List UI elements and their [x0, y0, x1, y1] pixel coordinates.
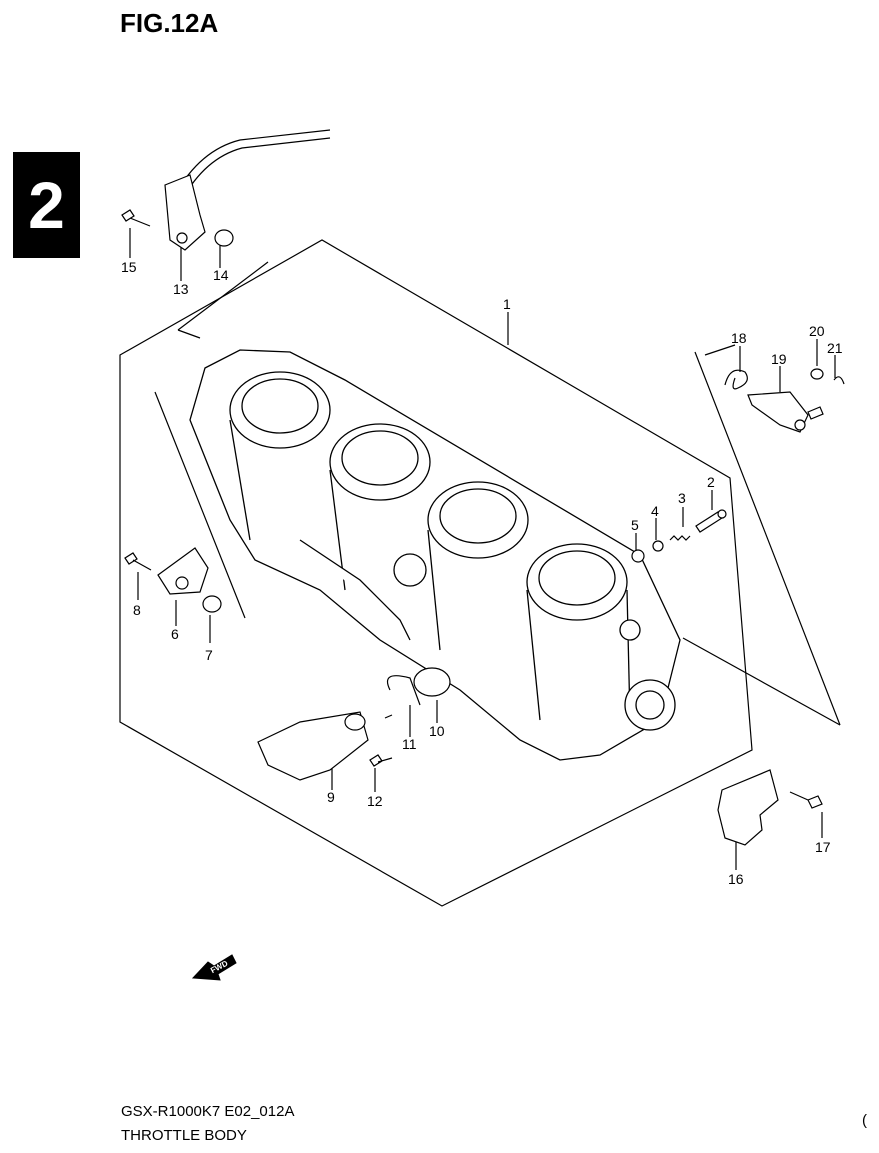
part-label-6: 6 [171, 626, 179, 642]
part-label-7: 7 [205, 647, 213, 663]
part-label-14: 14 [213, 267, 229, 283]
part-label-11: 11 [402, 736, 417, 752]
part-label-10: 10 [429, 723, 445, 739]
spring-18 [724, 369, 748, 390]
oring-10 [413, 667, 451, 697]
section-tab: 2 [13, 152, 80, 258]
part-label-19: 19 [771, 351, 787, 367]
cable-13 [174, 129, 331, 196]
clip-11 [384, 675, 421, 719]
part-label-18: 18 [731, 330, 747, 346]
washer-20 [810, 368, 824, 380]
clip-21 [833, 376, 845, 385]
washer-4 [652, 540, 664, 552]
figure-title: FIG.12A [120, 8, 219, 38]
edge-mark: ( [862, 1112, 867, 1129]
oring-5 [631, 549, 645, 563]
oring-7 [202, 595, 222, 613]
valve-9 [257, 711, 369, 781]
part-label-13: 13 [173, 281, 189, 297]
part-label-1: 1 [503, 296, 511, 312]
linkage-frame-right [694, 351, 841, 726]
lever-19 [747, 391, 809, 433]
part-label-20: 20 [809, 323, 825, 339]
sensor-6 [157, 547, 209, 595]
part-label-2: 2 [707, 474, 715, 490]
screw-12 [369, 754, 393, 767]
bore-2 [329, 423, 431, 501]
throttle-body [189, 349, 681, 761]
bracket-16 [717, 769, 779, 846]
part-label-3: 3 [678, 490, 686, 506]
bore-4 [526, 543, 628, 621]
model-code: GSX-R1000K7 E02_012A [121, 1103, 295, 1120]
screw-8 [124, 552, 152, 571]
oring-14 [214, 229, 234, 247]
sensor-frame-left [154, 391, 246, 619]
part-label-21: 21 [827, 340, 843, 356]
part-label-9: 9 [327, 789, 335, 805]
screw-15 [121, 209, 151, 227]
bore-1 [229, 371, 331, 449]
part-label-5: 5 [631, 517, 639, 533]
part-label-15: 15 [121, 259, 137, 275]
spring-3 [669, 535, 691, 541]
diagram-description: THROTTLE BODY [121, 1127, 247, 1144]
fwd-arrow-icon: FWD [191, 954, 237, 981]
part-label-4: 4 [651, 503, 659, 519]
part-label-12: 12 [367, 793, 383, 809]
sensor-13 [164, 174, 206, 251]
bore-3 [427, 481, 529, 559]
screw-17 [789, 791, 823, 809]
part-label-8: 8 [133, 602, 141, 618]
assembly-outline [119, 239, 753, 907]
part-label-16: 16 [728, 871, 744, 887]
part-label-17: 17 [815, 839, 831, 855]
